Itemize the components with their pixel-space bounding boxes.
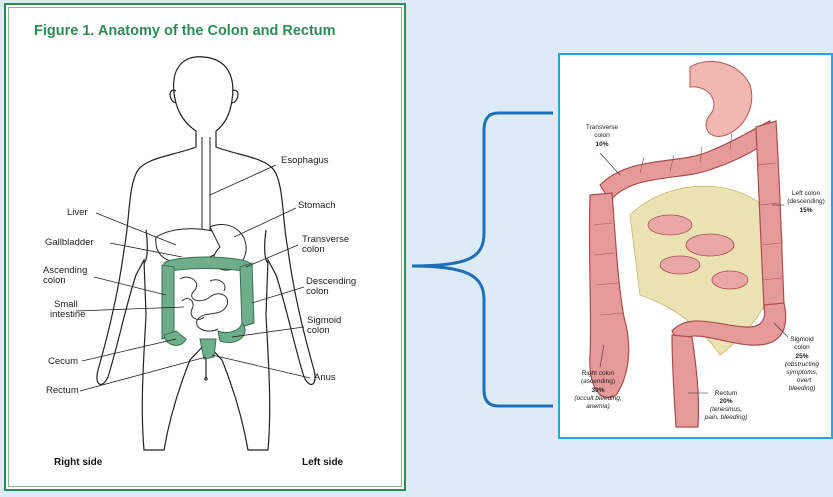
right-colon-label-2: (ascending) (581, 378, 615, 385)
right-colon-label-1: Right colon (582, 370, 615, 377)
body-illustration: Esophagus Liver Stomach Gallbladder Tran… (6, 5, 404, 489)
transverse-percent: 10% (595, 141, 608, 148)
sigmoid-note-1: (obstructing (785, 361, 819, 368)
ascending-colon-organ (589, 193, 628, 398)
label-sigmoid-colon-2: colon (307, 325, 330, 336)
label-cecum: Cecum (48, 356, 78, 367)
transverse-label-1: Transverse (586, 124, 619, 131)
anatomy-figure-panel: Figure 1. Anatomy of the Colon and Rectu… (4, 3, 406, 491)
right-side-label: Right side (54, 457, 102, 468)
colon-shape (162, 257, 254, 359)
sigmoid-label-1: Sigmoid (790, 336, 814, 343)
curly-brace-connector (408, 108, 558, 468)
label-ascending-colon-2: colon (43, 275, 66, 286)
sigmoid-label-2: colon (794, 344, 810, 351)
label-anus: Anus (314, 372, 336, 383)
sigmoid-percent: 25% (795, 353, 808, 360)
small-intestine-shape (180, 277, 228, 331)
label-descending-colon-2: colon (306, 286, 329, 297)
sigmoid-note-2: symptoms, (786, 369, 818, 376)
label-transverse-colon-2: colon (302, 244, 325, 255)
label-gallbladder: Gallbladder (45, 237, 94, 248)
left-side-label: Left side (302, 457, 343, 468)
rectum-label: Rectum (715, 390, 737, 397)
label-stomach: Stomach (298, 200, 336, 211)
rectum-percent: 20% (719, 398, 732, 405)
esophagus-shape (202, 137, 210, 230)
label-liver: Liver (67, 207, 88, 218)
transverse-label-2: colon (594, 132, 610, 139)
label-esophagus: Esophagus (281, 155, 329, 166)
left-colon-label-2: (descending) (787, 198, 825, 205)
right-colon-note-1: (occult bleeding, (574, 395, 622, 402)
rectum-organ (672, 335, 699, 427)
stomach-organ (690, 61, 752, 136)
rectum-note-2: pain, bleeding) (704, 414, 748, 421)
label-small-intestine-2: intestine (50, 309, 85, 320)
label-rectum: Rectum (46, 385, 79, 396)
left-colon-label-1: Left colon (792, 190, 821, 197)
left-colon-percent: 15% (799, 207, 812, 214)
colon-illustration: Transverse colon 10% Left colon (descend… (560, 55, 831, 437)
right-colon-note-2: anemia) (586, 403, 609, 410)
sigmoid-note-3: overt (797, 377, 813, 384)
sigmoid-note-4: bleeding) (789, 385, 816, 392)
rectum-note-1: (tenesmus, (710, 406, 742, 413)
right-colon-percent: 30% (591, 387, 604, 394)
colon-cancer-distribution-panel: Transverse colon 10% Left colon (descend… (558, 53, 833, 439)
